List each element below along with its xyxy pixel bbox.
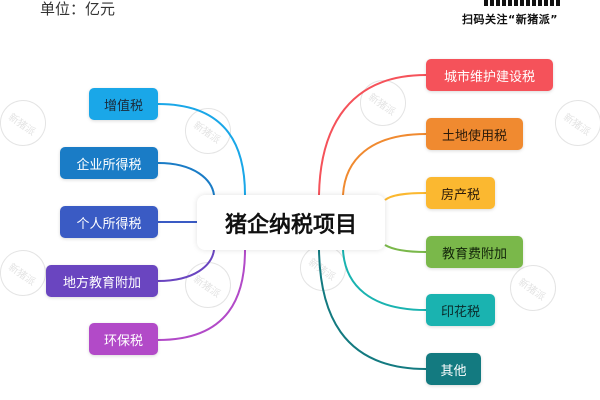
node-local-education-surcharge[interactable]: 地方教育附加 [46, 265, 158, 297]
link-right-3 [384, 244, 427, 253]
node-personal-income-tax[interactable]: 个人所得税 [60, 206, 158, 238]
node-property-tax[interactable]: 房产税 [426, 177, 495, 209]
node-land-use-tax[interactable]: 土地使用税 [426, 118, 523, 150]
node-stamp-tax[interactable]: 印花税 [426, 294, 495, 326]
link-right-5 [318, 249, 427, 370]
link-left-4 [157, 249, 246, 341]
central-topic[interactable]: 猪企纳税项目 [197, 195, 385, 250]
node-other[interactable]: 其他 [426, 353, 481, 385]
node-education-surcharge[interactable]: 教育费附加 [426, 236, 523, 268]
node-vat[interactable]: 增值税 [89, 88, 158, 120]
link-left-1 [157, 162, 215, 196]
qr-code [484, 0, 560, 6]
node-environmental-tax[interactable]: 环保税 [89, 323, 158, 355]
qr-caption: 扫码关注“新猪派” [462, 13, 558, 26]
link-right-4 [342, 249, 427, 311]
link-right-2 [384, 192, 427, 201]
unit-label: 单位：亿元 [40, 0, 116, 18]
node-corporate-income-tax[interactable]: 企业所得税 [60, 147, 158, 179]
link-right-0 [318, 74, 427, 196]
node-urban-maintenance-tax[interactable]: 城市维护建设税 [426, 59, 553, 91]
link-left-3 [157, 249, 215, 282]
link-right-1 [342, 133, 427, 196]
link-left-0 [157, 103, 246, 196]
